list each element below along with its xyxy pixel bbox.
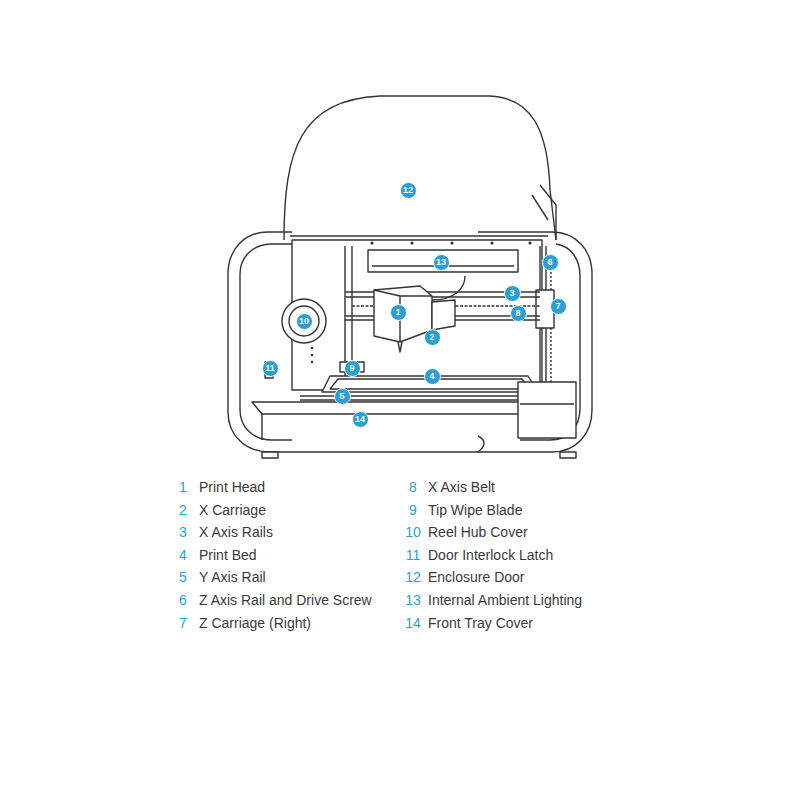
list-number: 5	[179, 569, 187, 585]
x-carriage	[432, 300, 455, 330]
callout-number: 13	[433, 254, 450, 271]
part-name: Z Axis Rail and Drive Screw	[199, 592, 372, 608]
part-name: Print Head	[199, 479, 265, 495]
list-number: 3	[179, 524, 187, 540]
list-number: 7	[179, 615, 187, 631]
foot	[262, 452, 278, 458]
back-frame	[292, 240, 542, 390]
part-name: Tip Wipe Blade	[428, 502, 522, 518]
part-name: Y Axis Rail	[199, 569, 266, 585]
part-name: Print Bed	[199, 547, 257, 563]
list-number: 2	[179, 502, 187, 518]
callout-number: 2	[424, 329, 441, 346]
list-number: 10	[405, 524, 421, 540]
part-name: Reel Hub Cover	[428, 524, 528, 540]
list-number: 6	[179, 592, 187, 608]
part-name: X Axis Rails	[199, 524, 273, 540]
list-number: 9	[409, 502, 417, 518]
callout-number: 9	[344, 360, 361, 377]
part-name: X Carriage	[199, 502, 266, 518]
enclosure-door	[284, 96, 556, 240]
callout-number: 6	[542, 254, 559, 271]
callout-number: 10	[296, 313, 313, 330]
list-number: 8	[409, 479, 417, 495]
print-head	[374, 286, 432, 342]
list-number: 11	[406, 547, 421, 563]
right-end-cap	[478, 232, 592, 452]
part-name: X Axis Belt	[428, 479, 495, 495]
callout-number: 1	[390, 304, 407, 321]
reel-hub	[282, 299, 326, 343]
part-name: Door Interlock Latch	[428, 547, 553, 563]
callout-number: 12	[400, 182, 417, 199]
side-base	[518, 382, 576, 438]
list-number: 13	[405, 592, 421, 608]
part-name: Internal Ambient Lighting	[428, 592, 582, 608]
list-number: 4	[179, 547, 187, 563]
callout-number: 3	[504, 285, 521, 302]
foot	[560, 452, 576, 458]
part-name: Front Tray Cover	[428, 615, 533, 631]
list-number: 12	[405, 569, 421, 585]
left-end-cap	[228, 232, 478, 452]
part-name: Z Carriage (Right)	[199, 615, 311, 631]
part-name: Enclosure Door	[428, 569, 525, 585]
callout-number: 14	[352, 411, 369, 428]
callout-number: 8	[510, 305, 527, 322]
callout-number: 7	[550, 298, 567, 315]
list-number: 14	[405, 615, 421, 631]
list-number: 1	[179, 479, 187, 495]
front-tray-cover	[252, 402, 560, 414]
ambient-lighting	[368, 250, 518, 272]
callout-number: 11	[262, 360, 279, 377]
callout-number: 4	[424, 368, 441, 385]
callout-number: 5	[334, 388, 351, 405]
